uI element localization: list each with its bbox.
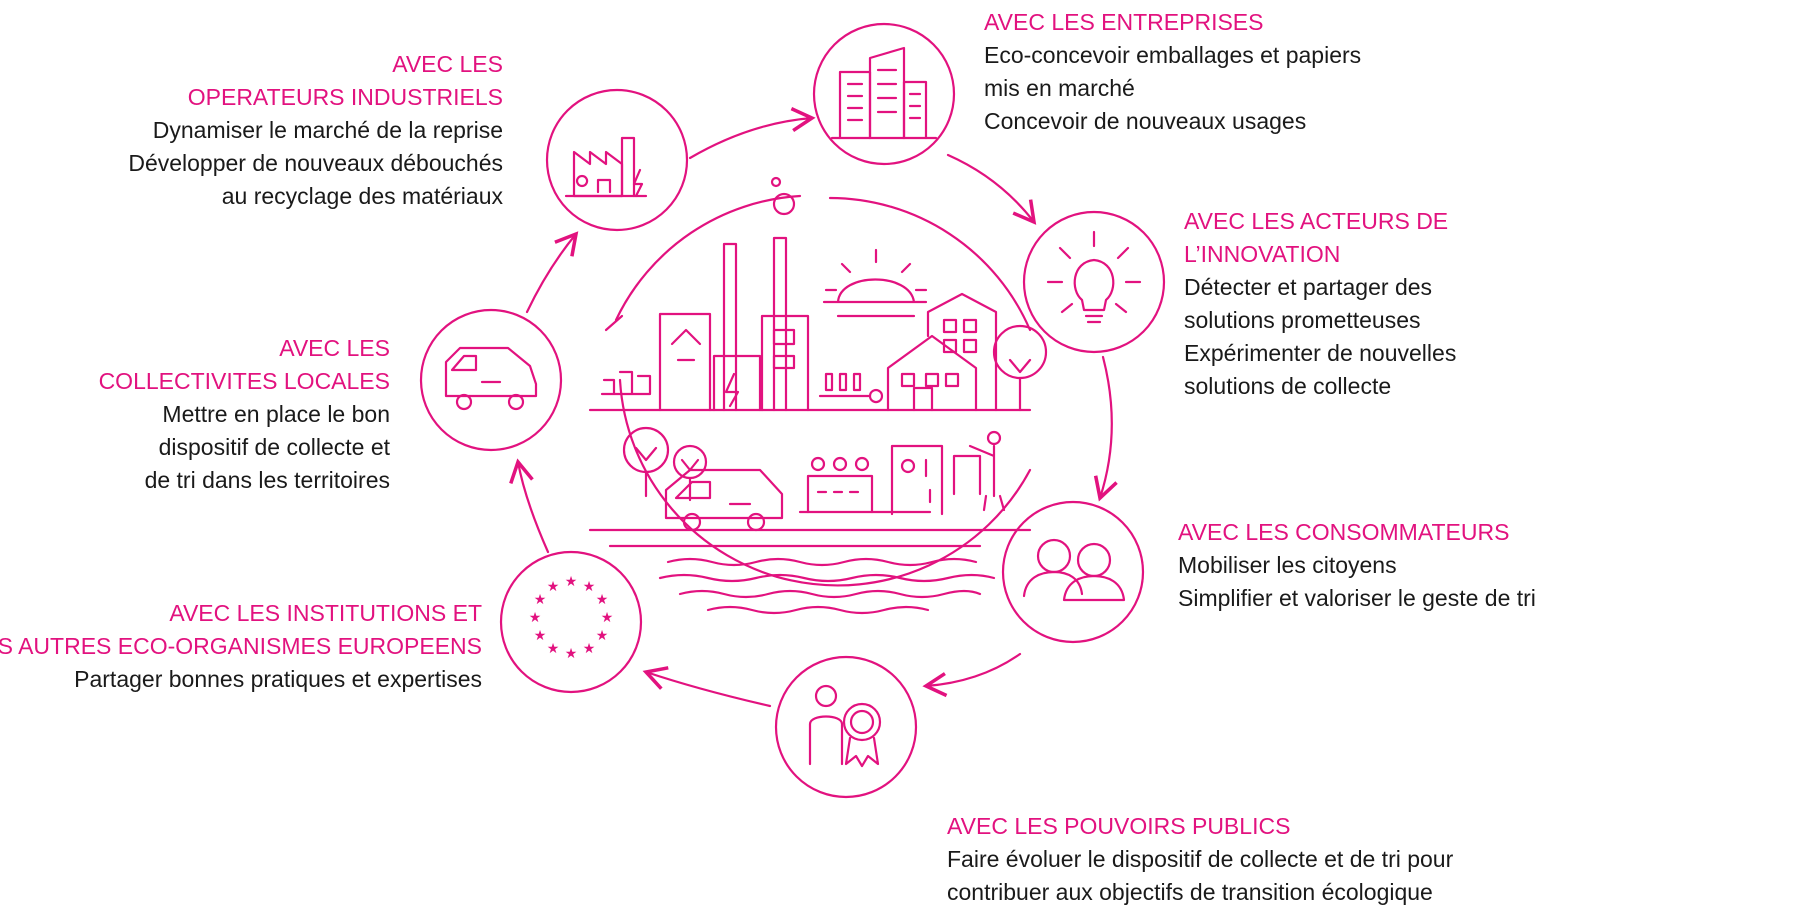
arrow-collectivites-to-operateurs — [525, 231, 579, 314]
stakeholder-line: Dynamiser le marché de la reprise — [152, 117, 503, 143]
stakeholder-line: Eco-concevoir emballages et papiers — [984, 42, 1362, 68]
svg-text:★: ★ — [534, 592, 547, 608]
collection-truck-icon — [444, 346, 538, 411]
arrow-innovation-to-consommateurs — [1093, 355, 1118, 502]
stakeholder-line: Faire évoluer le dispositif de collecte … — [947, 846, 1454, 872]
stakeholder-line: Partager bonnes pratiques et expertises — [74, 666, 482, 692]
stakeholder-line: Détecter et partager des — [1184, 274, 1433, 300]
node-circle-pouvoirs — [774, 655, 918, 799]
stakeholder-title: LES AUTRES ECO-ORGANISMES EUROPEENS — [0, 633, 482, 659]
stakeholder-entreprises: AVEC LES ENTREPRISES Eco-concevoir embal… — [984, 6, 1361, 138]
stakeholder-line: de tri dans les territoires — [144, 467, 390, 493]
stakeholder-line: Mettre en place le bon — [162, 401, 390, 427]
stakeholder-line: mis en marché — [984, 75, 1135, 101]
svg-text:★: ★ — [529, 610, 542, 626]
node-circle-institutions — [499, 550, 643, 694]
stakeholder-innovation: AVEC LES ACTEURS DE L’INNOVATION Détecte… — [1184, 205, 1456, 403]
svg-text:★: ★ — [534, 628, 547, 644]
node-circle-innovation — [1022, 210, 1166, 354]
node-circle-consommateurs — [1001, 500, 1145, 644]
node-circle-collectivites — [419, 308, 563, 452]
node-circle-entreprises — [812, 22, 956, 166]
stakeholder-title: OPERATEURS INDUSTRIELS — [187, 84, 503, 110]
svg-text:★: ★ — [583, 641, 596, 657]
stakeholder-line: dispositif de collecte et — [158, 434, 390, 460]
city-recycling-illustration — [588, 176, 1048, 615]
award-ribbon-icon — [808, 684, 882, 768]
node-circle-operateurs — [545, 88, 689, 232]
svg-text:★: ★ — [596, 592, 609, 608]
stakeholder-operateurs: AVEC LES OPERATEURS INDUSTRIELS Dynamise… — [128, 48, 503, 213]
office-building-icon — [830, 46, 938, 140]
arrow-operateurs-to-entreprises — [688, 107, 816, 160]
stakeholder-title: AVEC LES CONSOMMATEURS — [1178, 519, 1510, 545]
stakeholder-line: Concevoir de nouveaux usages — [984, 108, 1307, 134]
stakeholder-institutions: AVEC LES INSTITUTIONS ET LES AUTRES ECO-… — [0, 597, 482, 696]
svg-text:★: ★ — [583, 579, 596, 595]
stakeholder-title: AVEC LES POUVOIRS PUBLICS — [947, 813, 1291, 839]
stakeholder-title: AVEC LES ENTREPRISES — [984, 9, 1264, 35]
stakeholder-line: solutions de collecte — [1184, 373, 1392, 399]
arrow-pouvoirs-to-institutions — [642, 666, 772, 708]
arrow-consommateurs-to-pouvoirs — [922, 652, 1022, 698]
stakeholder-line: contribuer aux objectifs de transition é… — [947, 879, 1433, 905]
stakeholder-title: AVEC LES — [279, 335, 390, 361]
svg-text:★: ★ — [547, 579, 560, 595]
svg-text:★: ★ — [565, 646, 578, 662]
stakeholder-line: Expérimenter de nouvelles — [1184, 340, 1457, 366]
stakeholder-consommateurs: AVEC LES CONSOMMATEURS Mobiliser les cit… — [1178, 516, 1536, 615]
stakeholder-title: AVEC LES INSTITUTIONS ET — [169, 600, 482, 626]
stakeholder-title: L’INNOVATION — [1184, 241, 1341, 267]
svg-text:★: ★ — [596, 628, 609, 644]
svg-text:★: ★ — [547, 641, 560, 657]
stakeholder-line: Développer de nouveaux débouchés — [128, 150, 503, 176]
stakeholder-collectivites: AVEC LES COLLECTIVITES LOCALES Mettre en… — [99, 332, 390, 497]
people-icon — [1022, 538, 1126, 602]
svg-text:★: ★ — [565, 574, 578, 590]
svg-text:★: ★ — [601, 610, 614, 626]
stakeholder-title: AVEC LES ACTEURS DE — [1184, 208, 1449, 234]
stakeholder-pouvoirs-publics: AVEC LES POUVOIRS PUBLICS Faire évoluer … — [947, 810, 1453, 909]
factory-icon — [564, 136, 648, 198]
stakeholder-line: Simplifier et valoriser le geste de tri — [1178, 585, 1536, 611]
stakeholder-title: COLLECTIVITES LOCALES — [98, 368, 390, 394]
stakeholder-line: Mobiliser les citoyens — [1178, 552, 1397, 578]
stakeholder-line: solutions prometteuses — [1184, 307, 1421, 333]
stakeholder-title: AVEC LES — [392, 51, 503, 77]
lightbulb-icon — [1046, 230, 1142, 324]
arrow-institutions-to-collectivites — [509, 458, 550, 554]
eu-stars-icon: ★ ★ ★ ★ ★ ★ ★ ★ ★ ★ ★ ★ — [529, 574, 614, 662]
stakeholder-line: au recyclage des matériaux — [221, 183, 503, 209]
arrow-entreprises-to-innovation — [946, 153, 1037, 225]
